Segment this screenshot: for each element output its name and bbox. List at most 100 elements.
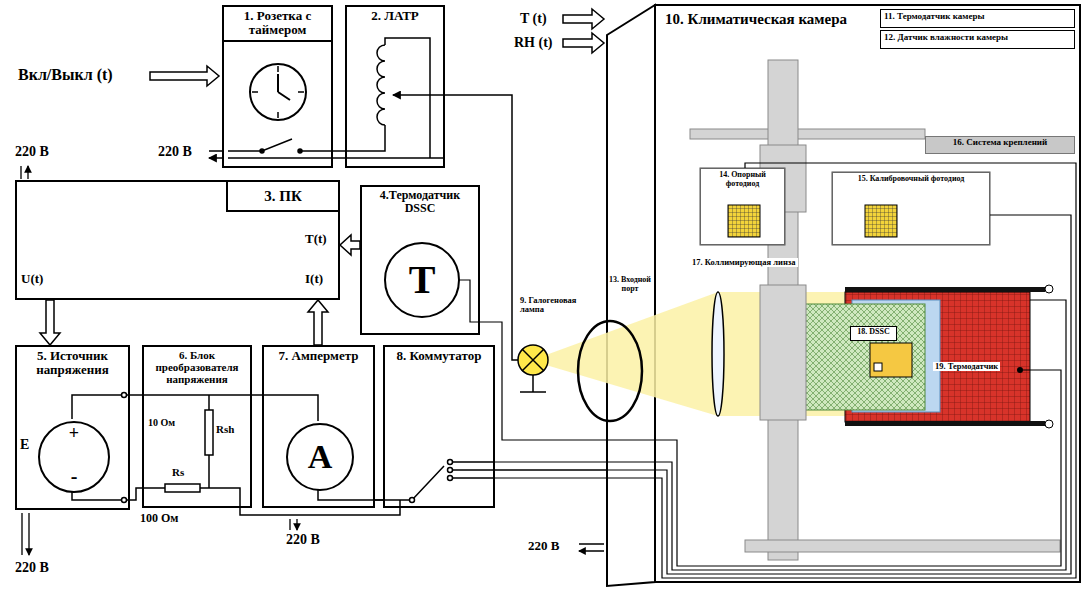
- node-text: 10 Ом: [148, 417, 175, 428]
- node-text: I(t): [305, 272, 323, 286]
- autotransformer-coil: [345, 38, 518, 360]
- clock-symbol: [250, 64, 306, 120]
- commutator-switch: [410, 498, 415, 503]
- signal-wires: [607, 215, 1071, 574]
- mount-system: [745, 540, 1060, 552]
- annotation-label: RH (t): [514, 35, 553, 50]
- node-heading: 4.Термодатчик DSSC: [362, 187, 478, 217]
- node-text: U(t): [21, 272, 43, 286]
- autotransformer-coil: [377, 45, 385, 125]
- converter-box: 6. Блок преобразователя напряжения 10 Ом R…: [142, 345, 252, 508]
- collimating-lens: [712, 292, 724, 416]
- mains-arrow: [21, 166, 604, 555]
- node-text: Rs: [172, 466, 184, 478]
- node-heading: 7. Амперметр: [264, 347, 373, 365]
- node-heading: 18. DSSC: [851, 327, 896, 338]
- resistor-circuit: [165, 484, 200, 492]
- source-circuit: [122, 498, 127, 503]
- mount-system: [690, 129, 925, 139]
- input-arrow: [563, 9, 604, 29]
- mains-arrow: [21, 166, 28, 179]
- node-text: -: [71, 466, 78, 486]
- collimating-lens: [712, 292, 724, 416]
- photodiode: [728, 205, 760, 237]
- switch-symbol: [298, 149, 302, 153]
- annotation-label: 220 В: [286, 532, 320, 547]
- commutator-switch: [448, 460, 453, 465]
- input-port-ring: [578, 321, 642, 421]
- annotation-label: 220 В: [528, 539, 559, 553]
- cell-holder: [874, 363, 882, 371]
- photodiode: [865, 205, 897, 237]
- commutator-switch: [453, 462, 496, 478]
- commutator-switch: [448, 476, 453, 481]
- input-port: 13. Входной порт: [578, 276, 652, 421]
- mount-bar: 16. Система креплений: [925, 136, 1075, 154]
- node-heading: T: [409, 260, 436, 300]
- node-heading: 1. Розетка с таймером: [224, 7, 331, 42]
- cell-holder: [1045, 285, 1053, 293]
- ammeter-box: 7. АмперметрA: [262, 345, 375, 508]
- node-text: Rsh: [216, 423, 234, 435]
- node-heading: 13. Входной порт: [608, 276, 652, 294]
- node-heading: 14. Опорный фотодиод: [701, 169, 784, 191]
- cell-holder: [792, 304, 925, 410]
- node-heading: +: [69, 424, 79, 442]
- signal-wires: [607, 370, 1061, 566]
- sensor-symbol: T: [384, 242, 460, 318]
- input-arrow: [563, 33, 604, 53]
- commutator-switch: [448, 468, 453, 473]
- commutator-switch: [383, 460, 495, 509]
- source-symbol: +-: [38, 421, 110, 493]
- ammeter-symbol: A: [286, 423, 354, 491]
- switch-symbol: [260, 149, 264, 153]
- light-beam: [546, 292, 718, 416]
- annotation-label: 220 В: [158, 144, 192, 159]
- autotransformer-coil: [445, 95, 518, 360]
- node-heading: 15. Калибровочный фотодиод: [833, 173, 989, 186]
- autotransformer-coil: [345, 125, 385, 151]
- wire: [495, 469, 607, 471]
- source-circuit: [72, 395, 130, 419]
- node-text: E: [20, 437, 29, 452]
- autotransformer-coil: [393, 94, 445, 96]
- node-heading: 11. Термодатчик камеры: [881, 10, 1074, 24]
- annotation-label: T (t): [520, 11, 547, 26]
- cell-holder: [1045, 420, 1053, 428]
- mount-system: [690, 60, 1060, 560]
- signal-wires: [458, 163, 1076, 578]
- ammeter-circuit: [262, 395, 383, 500]
- climate-chamber: 10. Климатическая камера11. Термодатчик …: [607, 5, 1082, 585]
- signal-arrow: [40, 300, 60, 345]
- input-port-ring: [578, 321, 642, 421]
- node-heading: A: [308, 440, 333, 474]
- mains-arrow: [22, 513, 29, 555]
- annotation-label: 19. Термодатчик: [933, 362, 1000, 371]
- autotransformer-box: 2. ЛАТР: [345, 5, 445, 168]
- node-text: T(t): [305, 232, 327, 246]
- mount-block: [760, 285, 806, 420]
- photodiode-box: 15. Калибровочный фотодиод: [832, 172, 990, 245]
- cell-holder: [1017, 367, 1023, 373]
- signal-wires: [607, 300, 1066, 570]
- annotation-label: 220 В: [15, 144, 49, 159]
- switch-symbol: [209, 139, 445, 158]
- wire: [130, 394, 142, 396]
- node-heading: 6. Блок преобразователя напряжения: [144, 347, 250, 387]
- annotation-label: 220 В: [15, 560, 49, 575]
- signal-wires: [607, 163, 1076, 578]
- resistor-circuit: [142, 395, 252, 508]
- resistor-circuit: [142, 395, 252, 508]
- mains-arrow: [290, 519, 297, 530]
- voltage-source-box: 5. Источник напряженияE+-: [15, 345, 130, 510]
- signal-arrow: [308, 300, 328, 345]
- autotransformer-coil: [385, 38, 430, 158]
- pc-box: 3. ПКT(t)I(t)U(t): [15, 180, 340, 300]
- resistor-circuit: [205, 410, 213, 455]
- wire: [252, 394, 262, 396]
- power-socket-box: 1. Розетка с таймером: [222, 5, 333, 168]
- cell-holder: [870, 343, 912, 377]
- commutator-switch: [383, 466, 444, 508]
